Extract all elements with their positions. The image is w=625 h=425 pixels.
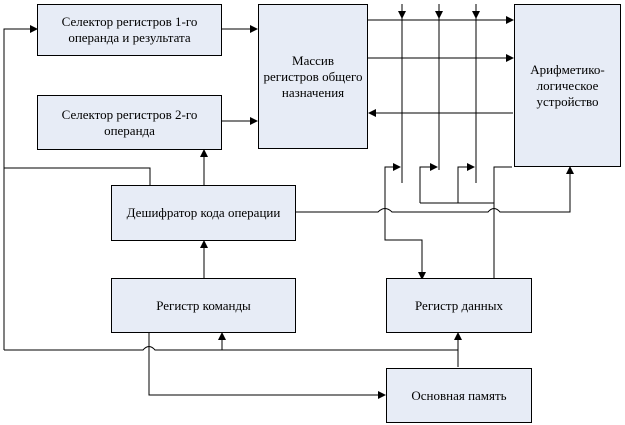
arrow-ireg-to-memory [148, 333, 386, 399]
instruction-register-label: Регистр команды [156, 297, 251, 313]
line-decoder-left [4, 167, 151, 185]
line-decoder-to-alu [296, 166, 574, 213]
main-memory-label: Основная память [411, 387, 507, 403]
main-memory-block: Основная память [386, 368, 532, 423]
decoder-block: Дешифратор кода операции [111, 185, 296, 241]
register-array-label: Массив регистров общего назначения [263, 52, 363, 100]
alu-block: Арифметико-логическое устройство [514, 4, 621, 167]
selector1-block: Селектор регистров 1-го операнда и резул… [37, 4, 222, 56]
data-register-block: Регистр данных [386, 278, 532, 333]
selector2-block: Селектор регистров 2-го операнда [37, 95, 222, 150]
register-array-block: Массив регистров общего назначения [258, 4, 368, 149]
line-bottom-loop [4, 346, 458, 351]
data-register-label: Регистр данных [414, 297, 503, 313]
decoder-label: Дешифратор кода операции [126, 205, 281, 220]
instruction-register-block: Регистр команды [111, 278, 296, 333]
selector1-label: Селектор регистров 1-го операнда и резул… [61, 14, 198, 45]
selector2-label: Селектор регистров 2-го операнда [61, 106, 198, 138]
line-loop-to-selector1 [3, 25, 38, 350]
alu-label: Арифметико-логическое устройство [530, 61, 605, 109]
